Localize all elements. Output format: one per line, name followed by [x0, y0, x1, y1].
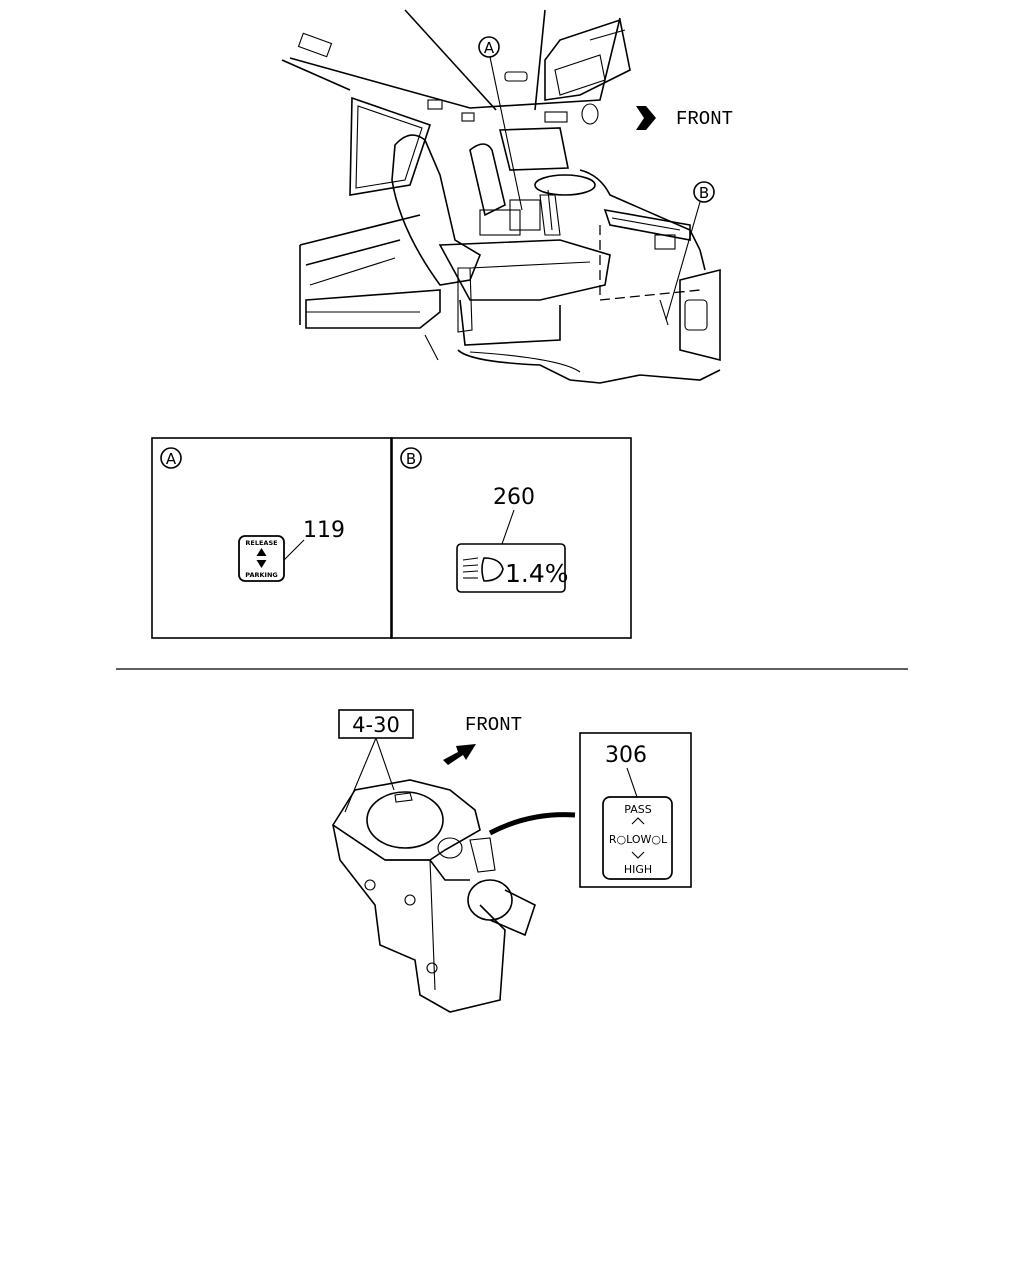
dimmer-switch-label: [602, 796, 673, 880]
leader-line-306: [626, 767, 638, 798]
arrow-down-icon: [256, 560, 267, 568]
detail-box-b: B 260 1.4%: [390, 437, 632, 639]
label-high: HIGH: [624, 863, 652, 876]
front-label-bottom: FRONT: [465, 714, 522, 736]
part-number-306: 306: [605, 743, 647, 768]
leader-line-260: [501, 509, 515, 545]
svg-text:A: A: [484, 39, 495, 57]
callout-b: B: [665, 181, 715, 321]
arrow-up-icon: [256, 548, 267, 556]
label-low-row: R○LOW○L: [609, 833, 668, 846]
chevron-up-icon: [631, 817, 645, 825]
reference-box: 4-30: [338, 709, 414, 813]
part-number-119: 119: [303, 518, 345, 543]
detail-box-306: 306 PASS R○LOW○L HIGH: [579, 732, 692, 888]
combination-switch-body: [331, 779, 576, 1013]
headlamp-beam-icon: [462, 557, 504, 582]
callout-a: A: [478, 36, 523, 211]
label-release: RELEASE: [245, 539, 277, 547]
detail-b-tag: B: [406, 450, 416, 468]
front-arrow-diagonal-icon: [443, 744, 476, 765]
cab-interior-illustration: [281, 9, 721, 384]
part-number-260: 260: [493, 485, 535, 510]
label-parking: PARKING: [245, 571, 277, 579]
chevron-down-icon: [631, 851, 645, 859]
svg-text:4-30: 4-30: [352, 713, 400, 737]
parking-brake-switch-label: [238, 535, 285, 582]
svg-text:B: B: [699, 184, 709, 202]
front-arrow-icon: [636, 106, 656, 130]
display-value: 1.4%: [505, 559, 569, 588]
label-pass: PASS: [624, 803, 651, 816]
detail-box-a: A 119 RELEASE PARKING: [151, 437, 393, 639]
detail-a-tag: A: [166, 450, 177, 468]
front-label-top: FRONT: [676, 108, 733, 130]
leader-line-119: [283, 539, 305, 561]
